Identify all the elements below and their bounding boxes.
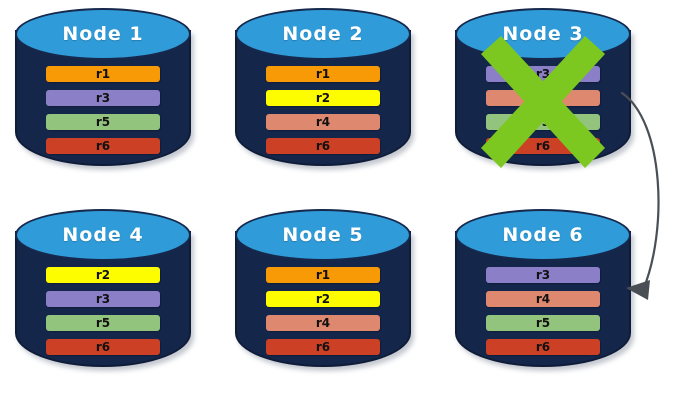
replica-bar[interactable]: r2 xyxy=(266,90,380,106)
replica-bar[interactable]: r3 xyxy=(486,66,600,82)
replica-bar[interactable]: r5 xyxy=(486,315,600,331)
replica-list-3: r3 r4 r5 r6 xyxy=(486,66,600,154)
replica-bar[interactable]: r5 xyxy=(486,114,600,130)
replica-bar[interactable]: r3 xyxy=(486,267,600,283)
node-title-5: Node 5 xyxy=(282,224,364,246)
node-cylinder-4[interactable]: Node 4 r2 r3 r5 r6 xyxy=(15,209,191,389)
replica-bar[interactable]: r3 xyxy=(46,291,160,307)
replica-bar[interactable]: r6 xyxy=(46,339,160,355)
replica-list-5: r1 r2 r4 r6 xyxy=(266,267,380,355)
replica-list-4: r2 r3 r5 r6 xyxy=(46,267,160,355)
replica-bar[interactable]: r1 xyxy=(266,267,380,283)
replica-bar[interactable]: r5 xyxy=(46,114,160,130)
node-title-4: Node 4 xyxy=(62,224,144,246)
replica-bar[interactable]: r4 xyxy=(486,90,600,106)
node-title-6: Node 6 xyxy=(502,224,584,246)
node-title-3: Node 3 xyxy=(502,23,584,45)
node-cylinder-5[interactable]: Node 5 r1 r2 r4 r6 xyxy=(235,209,411,389)
replica-bar[interactable]: r6 xyxy=(266,138,380,154)
cylinder-top-ellipse xyxy=(235,8,411,60)
replica-list-6: r3 r4 r5 r6 xyxy=(486,267,600,355)
replica-bar[interactable]: r6 xyxy=(486,339,600,355)
cylinder-top-ellipse xyxy=(455,209,631,261)
replica-bar[interactable]: r2 xyxy=(266,291,380,307)
node-cylinder-1[interactable]: Node 1 r1 r3 r5 r6 xyxy=(15,8,191,188)
replica-bar[interactable]: r3 xyxy=(46,90,160,106)
cylinder-top-ellipse xyxy=(15,209,191,261)
node-title-1: Node 1 xyxy=(62,23,144,45)
node-title-2: Node 2 xyxy=(282,23,364,45)
cylinder-top-ellipse xyxy=(15,8,191,60)
replica-bar[interactable]: r1 xyxy=(266,66,380,82)
node-cylinder-6[interactable]: Node 6 r3 r4 r5 r6 xyxy=(455,209,631,389)
replica-bar[interactable]: r2 xyxy=(46,267,160,283)
replica-bar[interactable]: r4 xyxy=(486,291,600,307)
replica-bar[interactable]: r4 xyxy=(266,114,380,130)
replica-bar[interactable]: r6 xyxy=(486,138,600,154)
replica-bar[interactable]: r1 xyxy=(46,66,160,82)
node-cylinder-3[interactable]: Node 3 r3 r4 r5 r6 xyxy=(455,8,631,188)
node-cylinder-2[interactable]: Node 2 r1 r2 r4 r6 xyxy=(235,8,411,188)
replica-bar[interactable]: r5 xyxy=(46,315,160,331)
replica-bar[interactable]: r6 xyxy=(46,138,160,154)
replica-list-2: r1 r2 r4 r6 xyxy=(266,66,380,154)
replica-bar[interactable]: r4 xyxy=(266,315,380,331)
replica-bar[interactable]: r6 xyxy=(266,339,380,355)
cylinder-top-ellipse xyxy=(235,209,411,261)
replica-list-1: r1 r3 r5 r6 xyxy=(46,66,160,154)
